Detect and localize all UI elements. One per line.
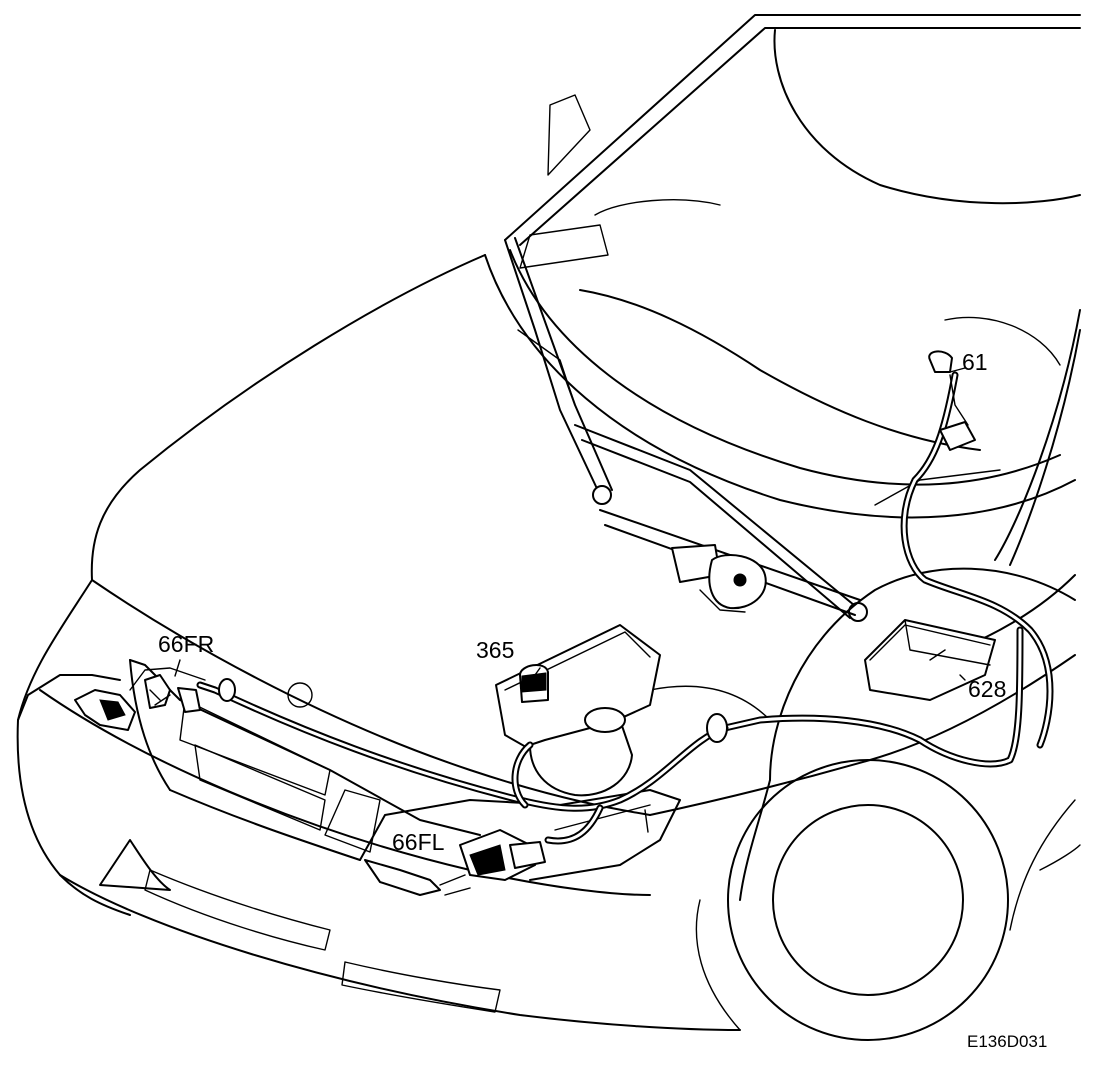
- washer-reservoir: [495, 624, 661, 797]
- grille: [129, 659, 481, 861]
- callout-365: 365: [476, 637, 514, 663]
- nozzle-66fl: [364, 829, 546, 896]
- windshield: [504, 14, 1081, 566]
- front-bumper: [16, 579, 741, 1031]
- callout-66fr: 66FR: [158, 631, 214, 657]
- callout-66fl: 66FL: [392, 829, 445, 855]
- figure-code: E136D031: [967, 1032, 1047, 1051]
- leader-lines: [174, 367, 966, 681]
- wiper-motor: [599, 509, 861, 616]
- nozzle-66fr: [74, 667, 206, 731]
- control-module: [864, 619, 996, 701]
- headlamps: [17, 674, 681, 881]
- wiper-arms: [504, 237, 868, 622]
- callout-61: 61: [962, 349, 988, 375]
- washer-hoses: [196, 371, 1054, 845]
- hose-connector-61: [928, 350, 976, 451]
- cowl-panel: [484, 224, 1076, 519]
- callout-628: 628: [968, 676, 1006, 702]
